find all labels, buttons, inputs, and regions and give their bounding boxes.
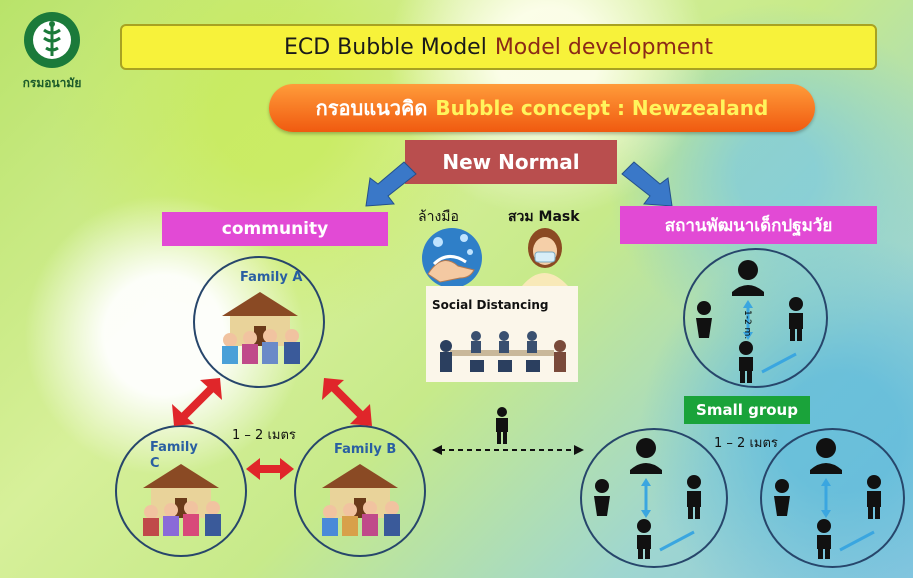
logo-text: กรมอนามัย [22, 76, 82, 90]
people-group-icon [774, 438, 881, 559]
arrow-down-left-icon [365, 161, 417, 207]
concept-english: Bubble concept : Newzealand [435, 96, 769, 120]
new-normal-box: New Normal [405, 140, 617, 184]
family-a-label: Family A [240, 270, 303, 285]
ecd-center-label: สถานพัฒนาเด็กปฐมวัย [620, 206, 877, 244]
concept-thai: กรอบแนวคิด [315, 96, 428, 120]
meeting-table-icon [440, 331, 566, 372]
dashed-double-arrow-icon [432, 407, 584, 455]
double-arrow-red-icon [322, 378, 372, 426]
community-label: community [162, 212, 388, 246]
people-group-icon [594, 438, 701, 559]
double-arrow-red-icon [246, 458, 294, 480]
people-group-icon [696, 260, 803, 383]
family-c-circle [115, 425, 247, 557]
family-c-label-line1: Family [150, 440, 198, 455]
title-main: ECD Bubble Model [283, 34, 487, 60]
concept-banner: กรอบแนวคิด Bubble concept : Newzealand [269, 84, 815, 132]
mask-person-icon [522, 228, 568, 286]
family-house-icon [143, 464, 221, 536]
hand-wash-label: ล้างมือ [418, 209, 459, 225]
family-house-icon [222, 292, 300, 364]
family-house-icon [322, 464, 400, 536]
mask-label: สวม Mask [508, 209, 580, 225]
family-a-circle [193, 256, 325, 388]
ministry-seal-icon [24, 12, 80, 68]
social-distancing-panel: Social Distancing [426, 286, 578, 382]
title-sub: Model development [494, 34, 714, 60]
logo: กรมอนามัย [10, 10, 94, 100]
social-distancing-label: Social Distancing [432, 298, 549, 312]
small-group-circle [580, 428, 728, 568]
title-banner: ECD Bubble Model Model development [120, 24, 877, 70]
family-b-label: Family B [334, 442, 397, 457]
hand-wash-icon [422, 228, 482, 288]
meter-label: 1-2 m. [742, 310, 752, 340]
arrow-down-right-icon [621, 161, 673, 207]
small-group-label: Small group [684, 396, 810, 424]
family-b-circle [294, 425, 426, 557]
double-arrow-red-icon [172, 378, 222, 426]
family-distance-label: 1 – 2 เมตร [232, 428, 296, 443]
family-c-label-line2: C [150, 456, 160, 471]
ecd-group-circle [683, 248, 828, 388]
small-group-circle [760, 428, 905, 568]
group-distance-label: 1 – 2 เมตร [714, 436, 778, 451]
